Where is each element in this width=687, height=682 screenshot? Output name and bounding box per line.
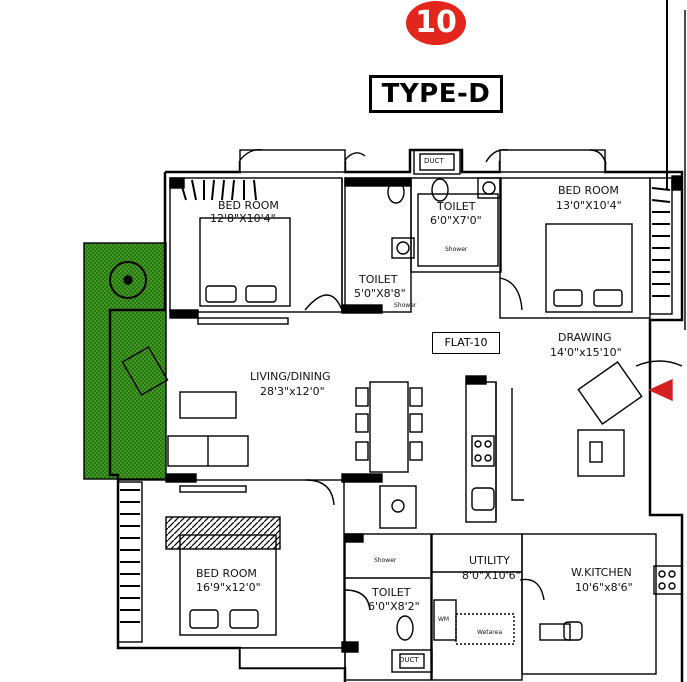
bed-room-2-size: 13'0"X10'4" (556, 199, 622, 212)
w-kitchen-name: W.KITCHEN (571, 566, 632, 579)
bed-room-3-name: BED ROOM (196, 567, 257, 580)
toilet-2-name: TOILET (437, 200, 476, 213)
drawing-size: 14'0"x15'10" (550, 346, 622, 359)
bed-room-2-name: BED ROOM (558, 184, 619, 197)
toilet-1-name: TOILET (359, 273, 398, 286)
flat-number-badge: 10 (406, 1, 466, 45)
w-kitchen-size: 10'6"x8'6" (575, 581, 633, 594)
bed-room-3-size: 16'9"x12'0" (196, 581, 261, 594)
flat-label: FLAT-10 (432, 332, 500, 354)
living-dining-size: 28'3"x12'0" (260, 385, 325, 398)
toilet-2-size: 6'0"X7'0" (430, 214, 482, 227)
wm-label: WM (438, 616, 450, 623)
bed-room-1-size: 12'8"X10'4" (210, 212, 276, 225)
wetarea-label: Wetarea (477, 629, 503, 636)
bed-room-1-name: BED ROOM (218, 199, 279, 212)
drawing-name: DRAWING (558, 331, 612, 344)
toilet-3-name: TOILET (372, 586, 411, 599)
utility-size: 8'0"X10'6" (462, 569, 521, 582)
living-dining-name: LIVING/DINING (250, 370, 331, 383)
utility-name: UTILITY (469, 554, 510, 567)
shower-label-1: Shower (445, 246, 468, 253)
toilet-1-size: 5'0"X8'8" (354, 287, 406, 300)
shower-label-2: Shower (394, 302, 417, 309)
duct-bottom-label: DUCT (399, 656, 419, 664)
toilet-3-size: 6'0"X8'2" (368, 600, 420, 613)
shower-label-3: Shower (374, 557, 397, 564)
duct-top-label: DUCT (424, 157, 444, 165)
flat-type-label: TYPE-D (369, 75, 503, 113)
